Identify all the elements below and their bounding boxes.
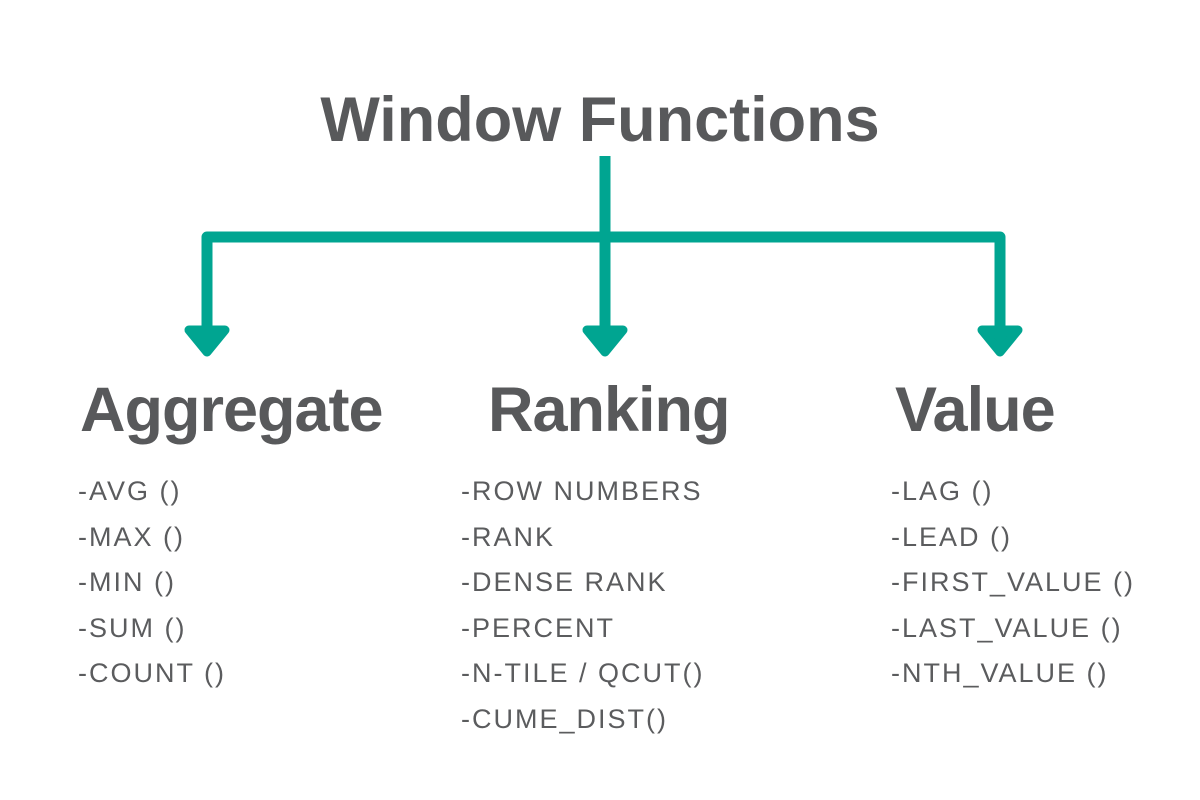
- aggregate-function-list: -AVG () -MAX () -MIN () -SUM () -COUNT (…: [78, 469, 226, 697]
- value-function-list: -LAG () -LEAD () -FIRST_VALUE () -LAST_V…: [891, 469, 1135, 697]
- column-heading-aggregate: Aggregate: [80, 375, 384, 445]
- arrow-down-icon: [977, 325, 1023, 357]
- page-title: Window Functions: [320, 85, 880, 155]
- list-item: -FIRST_VALUE (): [891, 567, 1136, 597]
- ranking-function-list: -ROW NUMBERS -RANK -DENSE RANK -PERCENT …: [461, 469, 704, 742]
- list-item: -ROW NUMBERS: [461, 476, 703, 506]
- list-item: -N-TILE / QCUT(): [461, 658, 705, 688]
- list-item: -MIN (): [78, 567, 176, 597]
- list-item: -DENSE RANK: [461, 567, 668, 597]
- list-item: -AVG (): [78, 476, 182, 506]
- connector-branch-bracket: [201, 231, 1006, 334]
- list-item: -CUME_DIST(): [461, 703, 668, 734]
- list-item: -LEAD (): [891, 521, 1013, 552]
- column-heading-ranking: Ranking: [488, 375, 731, 445]
- list-item: -LAG (): [891, 476, 994, 506]
- list-item: -COUNT (): [78, 658, 226, 688]
- arrow-down-icon: [582, 325, 628, 357]
- list-item: -PERCENT: [461, 612, 616, 643]
- arrow-down-icon: [184, 325, 230, 357]
- list-item: -MAX (): [78, 521, 185, 552]
- list-item: -SUM (): [78, 612, 187, 643]
- column-heading-value: Value: [895, 375, 1056, 445]
- list-item: -RANK: [461, 521, 556, 552]
- list-item: -NTH_VALUE (): [891, 658, 1109, 688]
- list-item: -LAST_VALUE (): [891, 612, 1123, 643]
